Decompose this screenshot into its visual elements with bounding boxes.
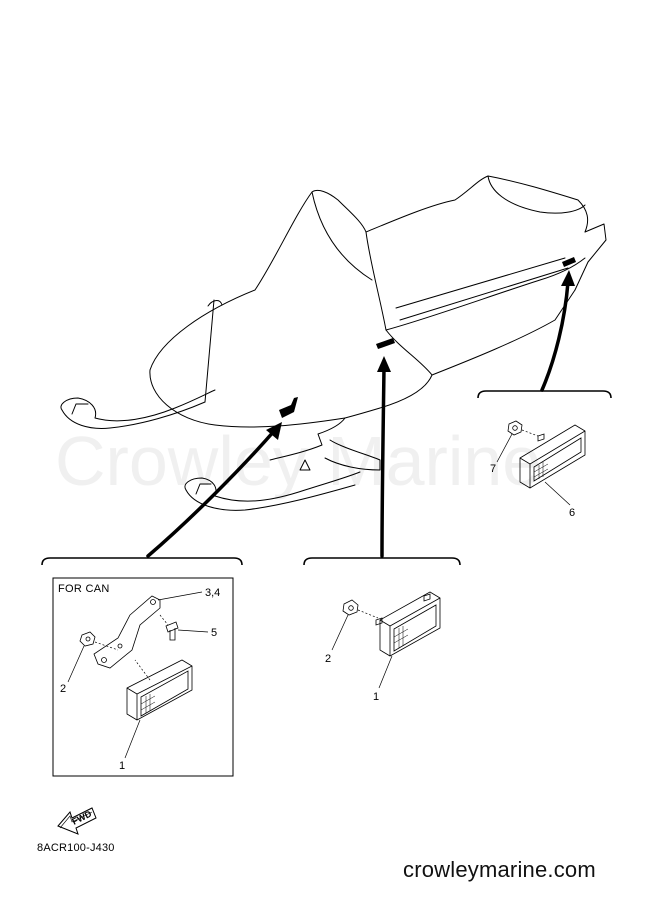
callout-3-4: 3,4 [205, 587, 220, 599]
callout-6: 6 [569, 507, 575, 519]
callout-2-can: 2 [60, 683, 66, 695]
reflector-bracket [93, 595, 161, 669]
reflector-mid [375, 591, 441, 657]
section-bar-rear [477, 390, 612, 399]
nut [342, 599, 359, 616]
rear-reflector-group: 7 6 [490, 420, 586, 519]
watermark-text: Crowley Marine [55, 422, 541, 500]
for-can-box: FOR CAN [52, 577, 234, 777]
side-reflector-group: 2 1 [325, 591, 441, 703]
callout-1-can: 1 [119, 760, 125, 772]
nut [507, 420, 523, 436]
diagram-code: 8ACR100-J430 [37, 842, 115, 854]
reflector-can [126, 659, 193, 721]
reflector-rear [519, 424, 586, 489]
snowmobile-illustration [60, 175, 607, 511]
callout-7: 7 [490, 463, 496, 475]
screw [159, 614, 179, 641]
leader-arrows [146, 270, 575, 558]
for-can-title: FOR CAN [58, 583, 110, 595]
callout-1-mid: 1 [373, 691, 379, 703]
section-bar-can [41, 557, 243, 566]
nut [79, 631, 96, 647]
section-bar-mid [303, 557, 461, 566]
callout-2-mid: 2 [325, 653, 331, 665]
fwd-arrow-icon: FWD [57, 807, 97, 835]
callout-5: 5 [211, 627, 217, 639]
site-url: crowleymarine.com [403, 857, 596, 882]
